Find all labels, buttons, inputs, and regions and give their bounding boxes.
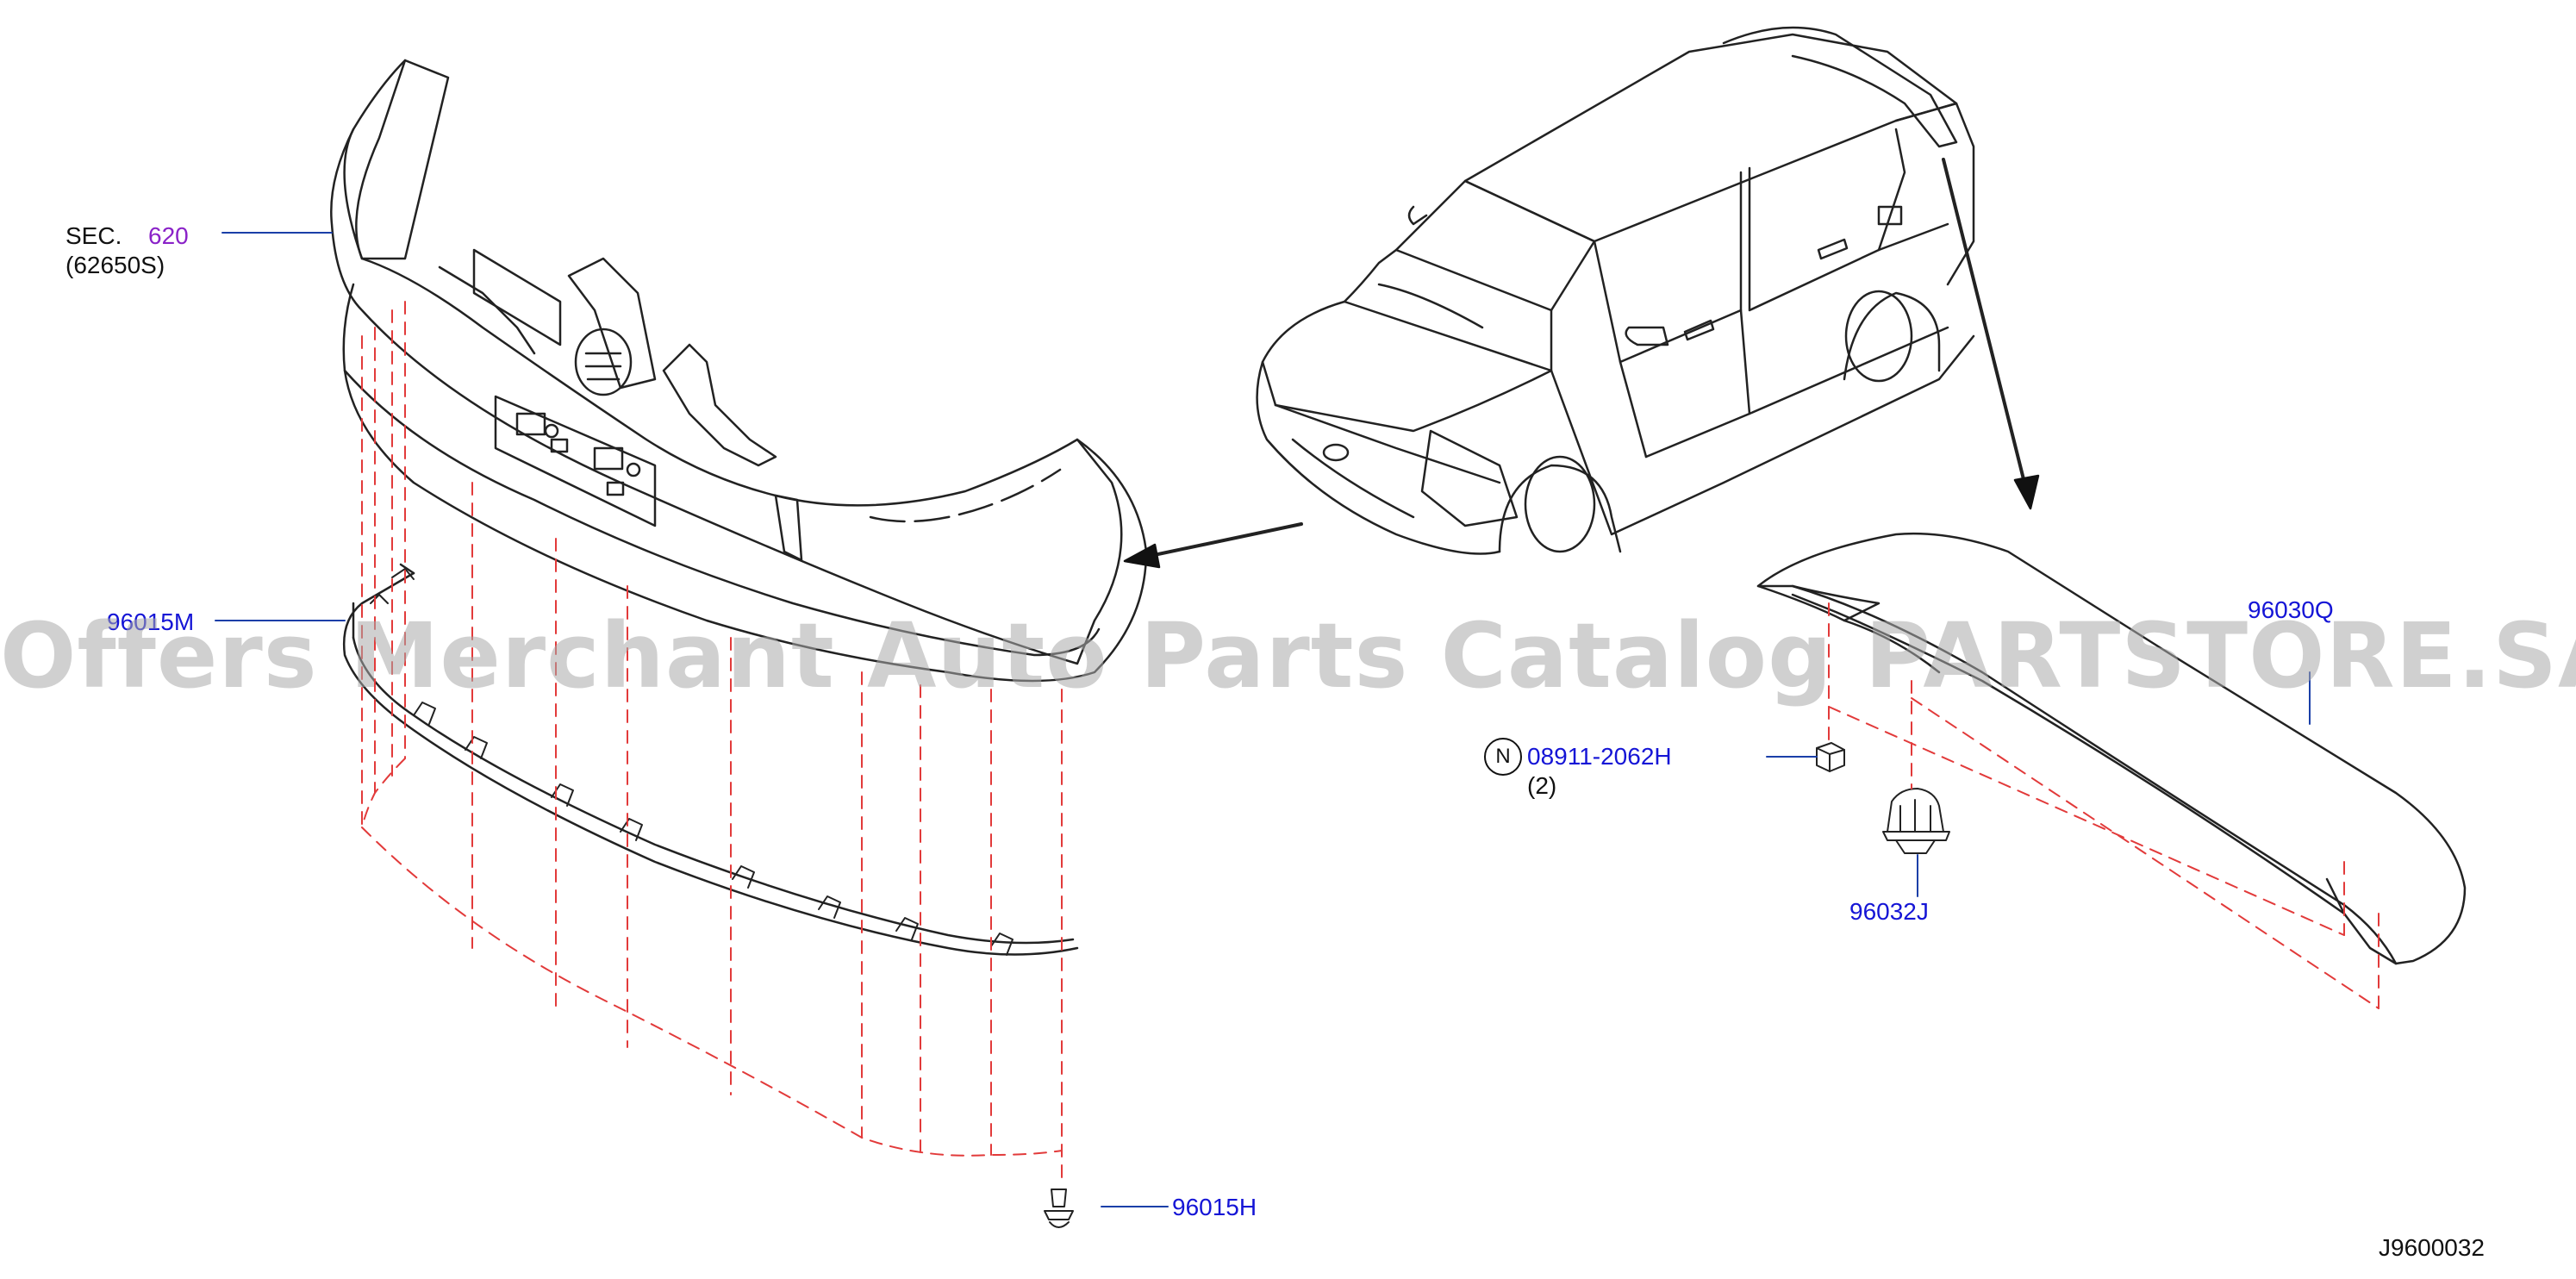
front-bumper-fascia bbox=[330, 59, 1148, 683]
front-clip-part-number[interactable]: 96015H bbox=[1172, 1194, 1257, 1220]
rear-clip-part-number[interactable]: 96032J bbox=[1849, 898, 1929, 925]
nut-part-number[interactable]: 08911-2062H bbox=[1527, 743, 1672, 770]
assembly-dashed-lines bbox=[361, 301, 2380, 1186]
section-prefix-label: SEC. bbox=[65, 222, 122, 249]
spoiler-nut-part bbox=[1816, 742, 1845, 772]
rear-spoiler-part bbox=[1756, 532, 2467, 965]
spoiler-clip-part bbox=[1882, 788, 1950, 854]
car-overview bbox=[1256, 26, 1975, 555]
molding-clip-tabs bbox=[370, 568, 1014, 956]
diagram-code-label: J9600032 bbox=[2379, 1234, 2486, 1261]
front-bumper-molding bbox=[343, 563, 1079, 956]
front-clip-part bbox=[1044, 1189, 1074, 1228]
nut-n-symbol: N bbox=[1484, 738, 1522, 776]
rear-spoiler-part-number[interactable]: 96030Q bbox=[2248, 596, 2334, 623]
arrow-heads bbox=[1123, 474, 2040, 569]
section-sub-label: (62650S) bbox=[65, 252, 165, 278]
nut-quantity-label: (2) bbox=[1527, 772, 1557, 799]
direction-arrows bbox=[1136, 158, 2029, 560]
section-number-link[interactable]: 620 bbox=[148, 222, 189, 249]
front-molding-part-number[interactable]: 96015M bbox=[107, 608, 195, 635]
leader-lines bbox=[215, 232, 2311, 1207]
